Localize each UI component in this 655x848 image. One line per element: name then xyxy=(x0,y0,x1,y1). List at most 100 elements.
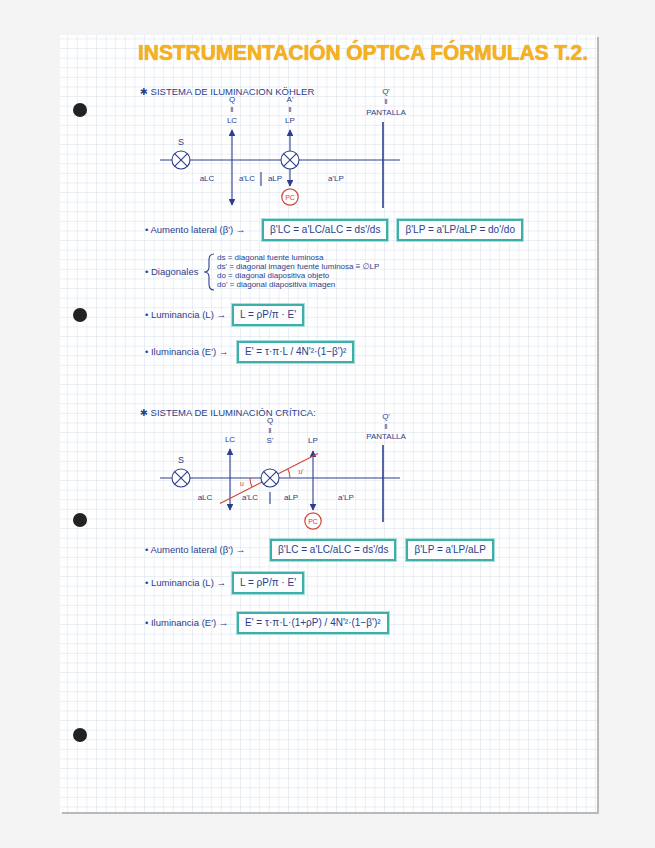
formula-name: • Diagonales xyxy=(145,267,199,278)
kohler-diagram xyxy=(160,122,400,290)
definition: ds' = diagonal imagen fuente luminosa ≡ … xyxy=(217,262,379,271)
distance-label: a'LC xyxy=(242,493,258,502)
source-cross xyxy=(175,154,188,167)
lens-symbol xyxy=(231,130,232,205)
formula-text: E' = τ·π·L / 4N'²·(1−β')² xyxy=(245,346,346,357)
formula-text: L = ρP/π · E' xyxy=(240,577,296,588)
formula-text: E' = τ·π·L·(1+ρP) / 4N'²·(1−β')² xyxy=(245,617,381,628)
equals-sign: ‖ xyxy=(384,97,387,106)
distance-tick xyxy=(260,172,261,186)
equals-sign: ‖ xyxy=(288,105,291,114)
source-symbol xyxy=(172,469,190,487)
lens-symbol xyxy=(229,449,230,510)
screen-symbol xyxy=(382,122,384,208)
part-label: PANTALLA xyxy=(366,108,406,117)
part-label: PANTALLA xyxy=(366,432,406,441)
formula-box: β'LP = a'LP/aLP = do'/do xyxy=(397,219,523,241)
part-label: S' xyxy=(267,436,274,445)
definition: do = diagonal diapositiva objeto xyxy=(217,271,329,280)
formula-box: E' = τ·π·L / 4N'²·(1−β')² xyxy=(237,341,354,363)
image-cross xyxy=(264,472,277,485)
part-label: LC xyxy=(225,435,235,444)
slide-cross xyxy=(284,154,297,167)
formula-box: β'LC = a'LC/aLC = ds'/ds xyxy=(270,539,396,561)
critica-diagram xyxy=(160,445,400,522)
formula-name: • Aumento lateral (β') → xyxy=(145,225,245,236)
grid xyxy=(60,35,597,812)
page-title: INSTRUMENTACIÓN ÓPTICA FÓRMULAS T.2. xyxy=(138,40,588,65)
equals-sign: ‖ xyxy=(384,422,387,431)
ray-line xyxy=(220,453,318,503)
formula-name: • Luminancia (L) → xyxy=(145,578,226,589)
formula-name: • Iluminancia (E') → xyxy=(145,618,228,629)
section-heading: ✱ SISTEMA DE ILUMINACIÓN CRÍTICA: xyxy=(140,408,316,419)
part-label: LC xyxy=(227,116,237,125)
punch-hole xyxy=(73,728,87,742)
angle-label: u xyxy=(240,480,244,488)
circle-outline xyxy=(305,513,321,529)
part-label: S xyxy=(178,137,184,147)
angle-arc xyxy=(250,478,252,487)
definition: ds = diagonal fuente luminosa xyxy=(217,253,324,262)
circled-label: PC xyxy=(304,512,322,530)
angle-arc xyxy=(288,469,290,478)
formula-box: β'LP = a'LP/aLP xyxy=(406,539,493,561)
part-label: Q' xyxy=(382,412,390,421)
circled-label: PC xyxy=(281,188,299,206)
source-cross xyxy=(175,472,188,485)
source-cross xyxy=(175,154,188,167)
optical-axis xyxy=(160,477,400,478)
punch-hole xyxy=(73,103,87,117)
source-image-symbol xyxy=(261,469,279,487)
formula-text: β'LC = a'LC/aLC = ds'/ds xyxy=(270,224,380,235)
distance-label: a'LC xyxy=(239,174,255,183)
distance-label: aLC xyxy=(198,493,213,502)
slide-cross xyxy=(284,154,297,167)
part-label: A' xyxy=(287,95,294,104)
source-cross xyxy=(175,472,188,485)
distance-label: aLP xyxy=(284,493,298,502)
angle-label: u' xyxy=(298,468,303,476)
part-label: Q' xyxy=(382,87,390,96)
optical-axis xyxy=(160,159,400,160)
screen-symbol xyxy=(382,445,384,522)
definition: do' = diagonal diapositiva imagen xyxy=(217,280,335,289)
distance-label: a'LP xyxy=(338,493,354,502)
callout-text: PC xyxy=(285,194,295,201)
formula-box: L = ρP/π · E' xyxy=(232,304,304,326)
formula-name: • Iluminancia (E') → xyxy=(145,347,228,358)
distance-label: a'LP xyxy=(328,174,344,183)
source-symbol xyxy=(172,151,190,169)
punch-hole xyxy=(73,308,87,322)
formula-box: β'LC = a'LC/aLC = ds'/ds xyxy=(262,219,388,241)
lens-symbol xyxy=(312,451,313,510)
formula-text: β'LP = a'LP/aLP xyxy=(414,544,485,555)
part-label: S xyxy=(178,455,184,465)
part-label: LP xyxy=(285,116,295,125)
equals-sign: ‖ xyxy=(230,105,233,114)
paper xyxy=(60,35,597,812)
punch-hole xyxy=(73,513,87,527)
circle-outline xyxy=(282,189,298,205)
distance-label: aLC xyxy=(200,174,215,183)
formula-text: β'LP = a'LP/aLP = do'/do xyxy=(405,224,515,235)
distance-tick xyxy=(269,492,270,504)
formula-box: L = ρP/π · E' xyxy=(232,572,304,594)
callout-text: PC xyxy=(308,518,318,525)
slide-symbol xyxy=(281,151,299,169)
image-cross xyxy=(264,472,277,485)
brace xyxy=(204,254,214,290)
formula-text: L = ρP/π · E' xyxy=(240,309,296,320)
equals-sign: ‖ xyxy=(268,426,271,435)
part-label: Q xyxy=(229,95,235,104)
part-label: LP xyxy=(308,436,318,445)
formula-text: β'LC = a'LC/aLC = ds'/ds xyxy=(278,544,388,555)
formula-name: • Aumento lateral (β') → xyxy=(145,545,245,556)
formula-box: E' = τ·π·L·(1+ρP) / 4N'²·(1−β')² xyxy=(237,612,389,634)
part-label: Q xyxy=(267,416,273,425)
distance-label: aLP xyxy=(268,174,282,183)
formula-name: • Luminancia (L) → xyxy=(145,310,226,321)
